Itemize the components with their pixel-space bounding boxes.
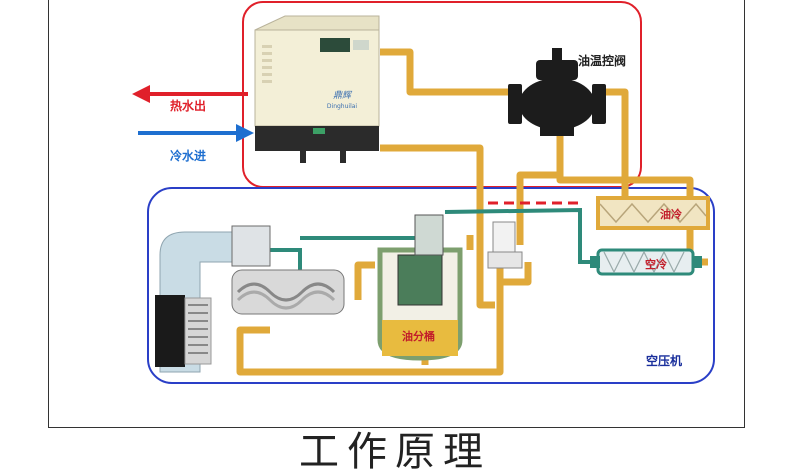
air-intake-filter [155, 231, 233, 373]
hot-water-out-label: 热水出 [170, 98, 206, 113]
oil-separator [377, 214, 463, 361]
oil-cooler [596, 196, 710, 230]
cold-water-in-arrow [138, 124, 254, 142]
oil-temp-valve-label: 油温控阀 [578, 53, 626, 68]
unit-brand-text: Dinghuilai [327, 103, 358, 110]
cold-water-in-label: 冷水进 [170, 148, 206, 163]
screw-compressor [231, 225, 345, 315]
oil-cooler-label: 油冷 [660, 207, 682, 221]
footer-title: 工作原理 [299, 429, 491, 475]
unit-brand-logo: 鼎辉 [333, 90, 353, 101]
oil-separator-label: 油分桶 [402, 329, 435, 343]
air-compressor-box [147, 187, 715, 384]
oil-temp-valve [508, 48, 606, 136]
heat-recovery-unit: 鼎辉 Dinghuilai [254, 15, 380, 163]
air-cooler [590, 248, 702, 276]
air-compressor-label: 空压机 [646, 353, 682, 368]
thermostatic-element [487, 221, 523, 269]
air-cooler-label: 空冷 [645, 257, 667, 271]
hot-water-out-arrow [132, 85, 248, 103]
working-principle-diagram: 鼎辉 Dinghuilai 热水出 冷水进 油温控阀 油冷 空冷 [132, 1, 715, 384]
